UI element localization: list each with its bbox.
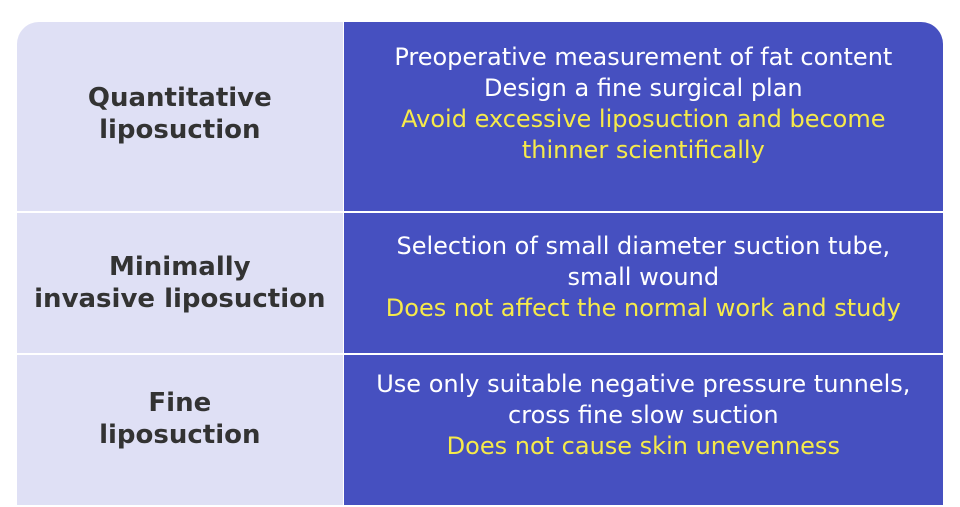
description-line: Use only suitable negative pressure tunn… xyxy=(376,369,911,398)
row-title-line: liposuction xyxy=(99,420,261,450)
benefit-line: Avoid excessive liposuction and become xyxy=(401,104,886,133)
table-row-fine: Fine liposuction Use only suitable negat… xyxy=(17,355,943,505)
row-title-line: Fine xyxy=(148,388,212,418)
benefit-line: Does not cause skin unevenness xyxy=(446,431,840,460)
description-line: cross fine slow suction xyxy=(508,400,779,429)
row-title-line: invasive liposuction xyxy=(34,284,326,314)
row-title-cell: Fine liposuction xyxy=(17,355,343,505)
row-title-line: liposuction xyxy=(99,114,261,145)
description-line: small wound xyxy=(567,262,720,291)
row-description-cell: Selection of small diameter suction tube… xyxy=(343,213,943,353)
row-title-line: Quantitative xyxy=(87,82,272,113)
row-title-cell: Quantitative liposuction xyxy=(17,22,343,211)
description-line: Design a fine surgical plan xyxy=(484,73,803,102)
description-line: Preoperative measurement of fat content xyxy=(394,42,893,71)
benefit-line: Does not affect the normal work and stud… xyxy=(385,293,901,322)
table-row-minimally-invasive: Minimally invasive liposuction Selection… xyxy=(17,213,943,353)
row-title-line: Minimally xyxy=(109,252,251,282)
description-line: Selection of small diameter suction tube… xyxy=(396,231,891,260)
benefit-line: thinner scientifically xyxy=(521,135,765,164)
liposuction-comparison-table: Quantitative liposuction Preoperative me… xyxy=(17,22,943,505)
row-description-cell: Preoperative measurement of fat content … xyxy=(343,22,943,211)
row-description-cell: Use only suitable negative pressure tunn… xyxy=(343,355,943,505)
table-row-quantitative: Quantitative liposuction Preoperative me… xyxy=(17,22,943,211)
row-title-cell: Minimally invasive liposuction xyxy=(17,213,343,353)
